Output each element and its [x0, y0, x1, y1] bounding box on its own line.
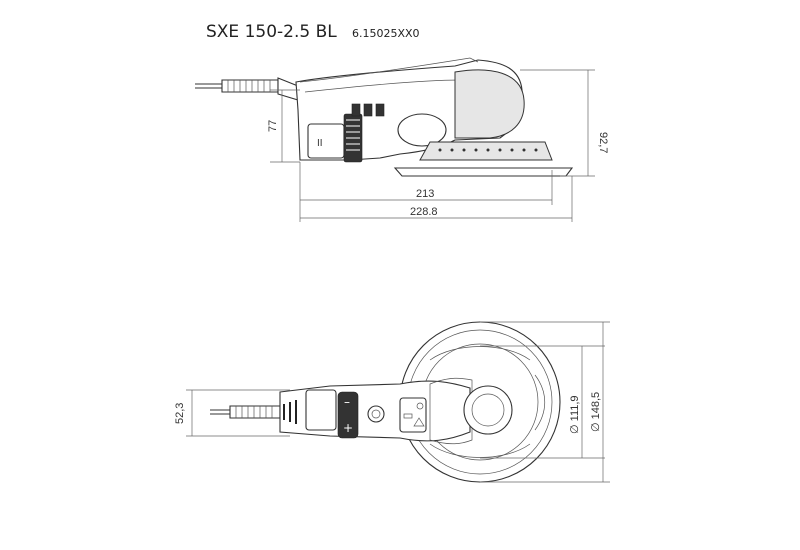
side-control-box	[307, 123, 345, 159]
side-motor-dome	[454, 69, 525, 139]
minus-icon: –	[344, 395, 350, 409]
side-dimensions	[270, 69, 595, 222]
svg-text:II: II	[317, 138, 323, 149]
side-vents	[351, 103, 385, 117]
side-base-plate	[393, 167, 574, 177]
speed-control-buttons[interactable]	[337, 391, 359, 439]
side-sanding-pad	[419, 141, 553, 161]
top-view: – +	[186, 321, 610, 483]
top-dimensions	[186, 321, 610, 483]
dim-height-right: 92,7	[597, 132, 609, 153]
dim-pad-diameter: ∅ 111,9	[569, 395, 581, 434]
label-plate	[399, 397, 427, 433]
side-view: II	[195, 57, 595, 222]
top-cable	[210, 405, 281, 419]
dim-length-outer: 228.8	[410, 206, 438, 218]
dim-base-diameter: ∅ 148,5	[590, 392, 602, 432]
side-cable	[195, 77, 299, 101]
order-number: 6.15025XX0	[352, 27, 420, 40]
top-grip-lines	[283, 400, 297, 424]
plus-icon: +	[343, 421, 353, 435]
dim-length-inner: 213	[416, 188, 434, 200]
dim-height-left: 77	[267, 120, 279, 132]
top-motor-cap	[463, 385, 513, 435]
dim-handle-width: 52,3	[174, 403, 186, 424]
power-button[interactable]	[367, 405, 385, 423]
model-title: SXE 150-2.5 BL	[206, 22, 337, 42]
